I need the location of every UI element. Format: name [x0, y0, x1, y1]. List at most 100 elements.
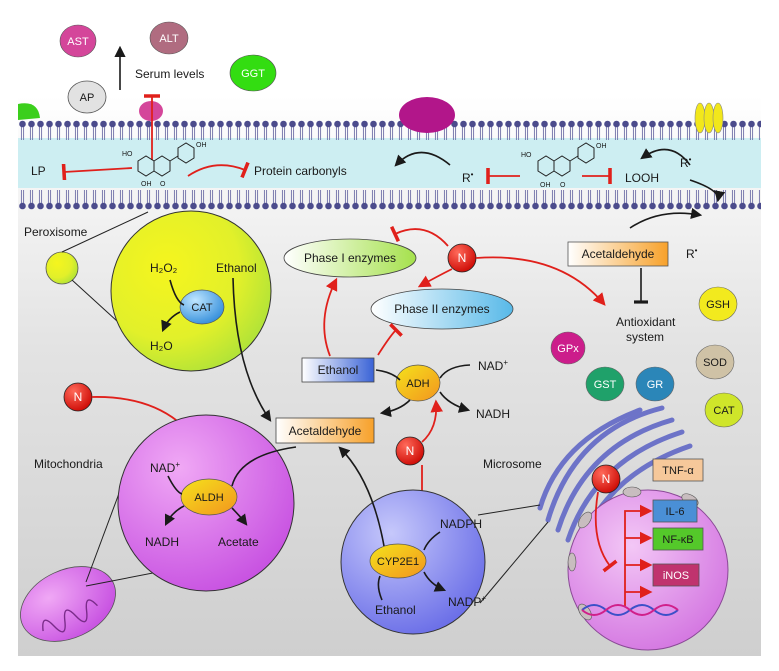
n-activates-phase2	[417, 268, 453, 288]
svg-text:ALDH: ALDH	[194, 492, 223, 504]
svg-text:CAT: CAT	[713, 405, 734, 417]
svg-text:GR: GR	[647, 379, 664, 391]
svg-text:Phase I enzymes: Phase I enzymes	[304, 251, 396, 265]
radical-arrow-left	[394, 151, 451, 167]
ast-circle	[59, 24, 97, 58]
cat-enzyme-peroxisome	[179, 289, 225, 325]
lp-label: LP	[31, 164, 46, 178]
cyp2e1-ethanol-in	[377, 575, 383, 601]
antioxidant-system-label-1: Antioxidant	[616, 315, 676, 329]
ast-label: AST	[67, 36, 89, 48]
dna-helix	[581, 604, 679, 616]
protein-carbonyls-label: Protein carbonyls	[254, 164, 347, 178]
pink-membrane-protein	[139, 101, 163, 121]
svg-text:N: N	[458, 251, 467, 265]
mito-nad-label: NAD+	[150, 460, 180, 475]
n-activates-antioxidant	[475, 256, 606, 306]
peroxisome-ethanol-label: Ethanol	[216, 261, 257, 275]
acetaldehyde-box-center	[275, 417, 375, 444]
cell-membrane: HO OH OH O HO OH OH O LP Protein carbony…	[18, 94, 761, 214]
il6-box	[652, 499, 698, 523]
protein-carbonyl-inhibition	[187, 161, 250, 179]
sod-circle	[695, 344, 735, 380]
svg-text:NF-κB: NF-κB	[662, 534, 693, 546]
cat-circle-antioxidant	[704, 392, 744, 428]
metabolism-panel: Phase I enzymes Phase II enzymes N Ethan…	[275, 225, 606, 530]
looh-label: LOOH	[625, 171, 659, 185]
ethanol-box	[301, 357, 375, 383]
gr-circle	[635, 366, 675, 402]
gpx-circle	[550, 331, 586, 365]
mitochondria-panel: N Mitochondria NAD+ ALDH NADH Acetate	[20, 382, 297, 642]
svg-text:CAT: CAT	[191, 302, 212, 314]
ethanol-to-phase1	[323, 277, 338, 357]
svg-text:N: N	[602, 472, 611, 486]
cyp2e1-to-acetaldehyde	[338, 446, 385, 547]
svg-text:O: O	[160, 181, 166, 188]
mito-nadh-label: NADH	[145, 535, 179, 549]
svg-text:SOD: SOD	[703, 357, 727, 369]
lp-inhibition	[61, 163, 133, 181]
radical-to-acetaldehyde-arrow	[689, 179, 726, 203]
nfkb-box	[652, 527, 704, 551]
svg-text:GSH: GSH	[706, 299, 730, 311]
svg-text:OH: OH	[141, 181, 152, 188]
svg-text:OH: OH	[540, 182, 551, 189]
naringenin-structure-left: HO OH OH O	[122, 142, 207, 188]
peroxisome-ethanol-arrow	[232, 277, 272, 422]
antioxidant-enzymes: GSH GPx SOD GST GR CAT	[550, 286, 744, 428]
membrane-bottom-leaflet	[18, 184, 761, 214]
n-activates-adh	[421, 399, 444, 443]
microsome-panel: Microsome NADPH CYP2E1 Ethanol NADP+	[338, 446, 549, 635]
svg-text:ADH: ADH	[406, 378, 429, 390]
svg-text:N: N	[74, 390, 83, 404]
inos-box	[652, 563, 700, 587]
aldh-enzyme	[180, 478, 238, 516]
membrane-interior	[18, 138, 761, 188]
microsome-ethanol-label: Ethanol	[375, 603, 416, 617]
svg-text:Ethanol: Ethanol	[318, 363, 359, 377]
svg-text:GST: GST	[594, 379, 617, 391]
membrane-top-leaflet	[18, 110, 761, 140]
svg-text:HO: HO	[521, 152, 532, 159]
svg-text:OH: OH	[596, 143, 607, 150]
ggt-circle	[229, 54, 277, 92]
transcription-arrow	[624, 504, 653, 606]
radical-generation-arrow	[629, 207, 703, 229]
svg-text:iNOS: iNOS	[663, 570, 689, 582]
naringenin-nucleus	[591, 464, 621, 494]
radical-label-1: R•	[462, 170, 474, 185]
acetaldehyde-into-mito	[231, 446, 297, 487]
ggt-label: GGT	[241, 68, 265, 80]
ap-label: AP	[80, 92, 95, 104]
svg-text:GPx: GPx	[557, 343, 579, 355]
antioxidant-system-label-2: system	[626, 330, 664, 344]
ethanol-inhibits-phase2	[377, 323, 403, 356]
yellow-channel-protein	[694, 102, 724, 134]
svg-text:CYP2E1: CYP2E1	[377, 556, 419, 568]
gsh-circle	[698, 286, 738, 322]
cyp2e1-enzyme	[369, 543, 427, 579]
green-membrane-protein	[18, 103, 40, 120]
n-inhibits-transcription	[594, 491, 618, 573]
phase2-enzymes	[370, 288, 514, 330]
acetaldehyde-box-right	[567, 241, 669, 267]
n-inhibits-phase1	[389, 225, 449, 247]
svg-text:IL-6: IL-6	[666, 506, 685, 518]
magenta-membrane-protein	[399, 97, 455, 133]
adh-enzyme	[395, 364, 441, 402]
adh-to-acetaldehyde	[379, 399, 411, 418]
nad-label: NAD+	[478, 358, 508, 373]
svg-text:N: N	[406, 444, 415, 458]
svg-text:HO: HO	[122, 151, 133, 158]
svg-text:TNF-α: TNF-α	[662, 465, 694, 477]
nadph-label: NADPH	[440, 517, 482, 531]
radical-label-2: R•	[680, 155, 692, 170]
nadp-label: NADP+	[448, 594, 486, 609]
nucleus	[567, 489, 729, 651]
mitochondrion-cristae	[42, 599, 98, 633]
microsome-title: Microsome	[483, 457, 542, 471]
phase1-enzymes	[283, 238, 417, 278]
h2o-label: H₂O	[150, 339, 173, 353]
